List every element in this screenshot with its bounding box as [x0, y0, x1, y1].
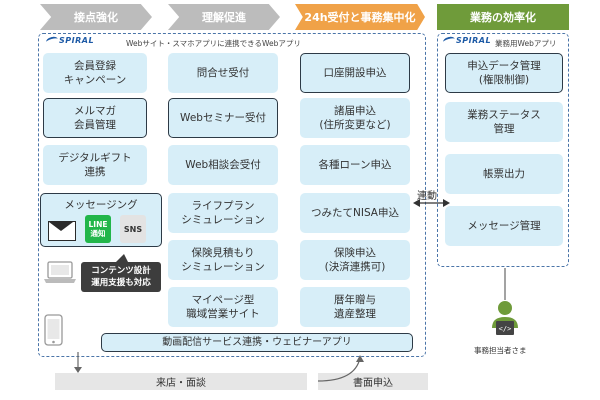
step-contact: 接点強化 [40, 4, 152, 30]
lifeplan-sim-box: ライフプラン シミュレーション [168, 193, 278, 233]
link-label: 連動 [417, 191, 437, 202]
paper-application-bar: 書面申込 [318, 373, 428, 390]
web-consultation-box: Web相談会受付 [168, 145, 278, 185]
sns-icon: SNS [120, 215, 146, 243]
notification-box: 諸届申込 (住所変更など) [300, 98, 410, 138]
sync-arrow [413, 199, 450, 207]
store-visit-bar: 来店・面談 [55, 373, 307, 390]
message-management-box: メッセージ管理 [445, 206, 563, 246]
step-24h: 24h受付と事務集中化 [295, 4, 425, 30]
messaging-label: メッセージング [64, 199, 138, 211]
spiral-logo-right: SPIRAL [442, 35, 491, 46]
spiral-logo: SPIRAL [45, 35, 94, 46]
laptop-icon [44, 261, 76, 283]
smartphone-icon [44, 314, 63, 346]
web-seminar-box: Webセミナー受付 [168, 98, 278, 138]
envelope-icon [48, 221, 76, 241]
customer-webapp-frame [38, 33, 426, 357]
business-webapp-title: 業務用Webアプリ [495, 39, 557, 48]
step-understanding: 理解促進 [168, 4, 280, 30]
svg-text:</>: </> [499, 325, 512, 333]
callout-pointer [116, 254, 128, 262]
content-support-callout: コンテンツ設計 運用支援も対応 [81, 262, 161, 292]
insurance-apply-box: 保険申込 (決済連携可) [300, 240, 410, 280]
account-opening-box: 口座開設申込 [300, 53, 410, 93]
application-data-box: 申込データ管理 (権限制御) [445, 53, 563, 93]
staff-label: 事務担当者さま [474, 346, 527, 355]
video-webinar-bar: 動画配信サービス連携・ウェビナーアプリ [101, 333, 413, 352]
status-management-box: 業務ステータス 管理 [445, 102, 563, 142]
insurance-estimate-box: 保険見積もり シミュレーション [168, 240, 278, 280]
staff-person-icon: </> [492, 301, 518, 335]
loan-box: 各種ローン申込 [300, 145, 410, 185]
mail-magazine-box: メルマガ 会員管理 [43, 98, 147, 138]
business-webapp-frame [437, 33, 569, 267]
customer-webapp-title: Webサイト・スマホアプリに連携できるWebアプリ [126, 39, 301, 48]
digital-gift-box: デジタルギフト 連携 [43, 145, 147, 185]
step-efficiency: 業務の効率化 [437, 4, 569, 30]
member-registration-box: 会員登録 キャンペーン [43, 53, 147, 93]
nisa-box: つみたてNISA申込 [300, 193, 410, 233]
gift-inheritance-box: 暦年贈与 遺産整理 [300, 287, 410, 327]
inquiry-box: 問合せ受付 [168, 53, 278, 93]
mypage-site-box: マイページ型 職域営業サイト [168, 287, 278, 327]
form-output-box: 帳票出力 [445, 154, 563, 194]
line-notify-icon: LINE 通知 [85, 215, 111, 243]
paper-connector [317, 357, 361, 382]
